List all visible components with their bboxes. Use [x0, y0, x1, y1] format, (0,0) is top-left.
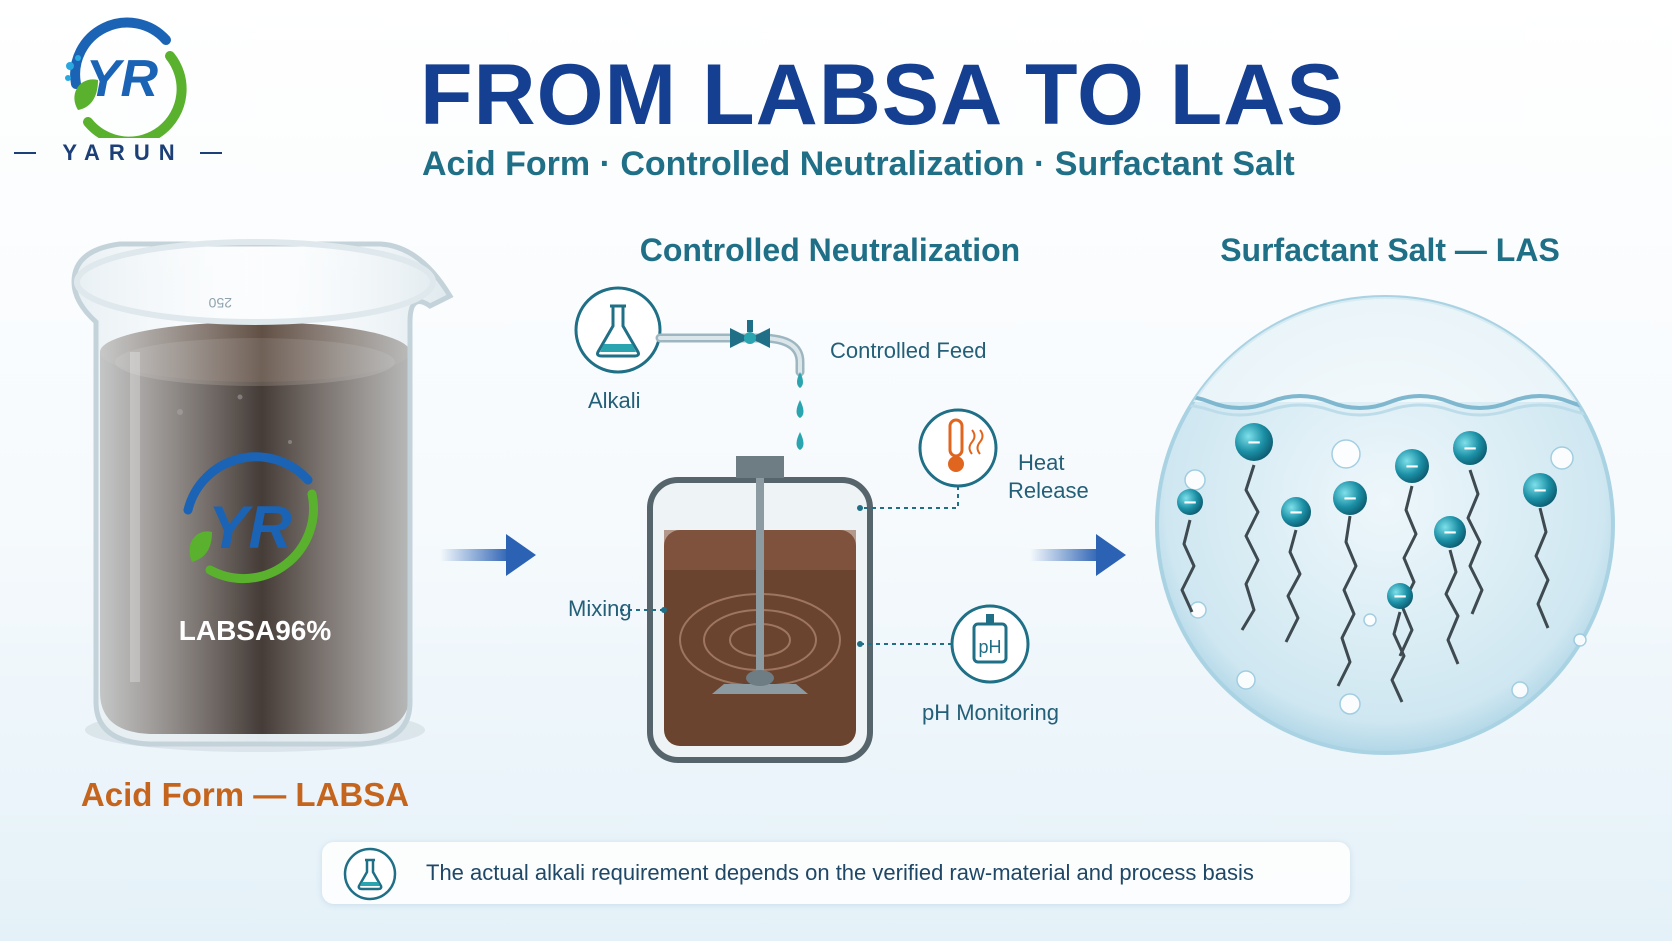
neutralization-heading: Controlled Neutralization	[639, 232, 1021, 268]
beaker-volume-mark: 250	[208, 295, 232, 311]
ph-monitoring-label: pH Monitoring	[922, 700, 1059, 725]
logo-rule-right	[200, 152, 222, 154]
logo-rule-left	[14, 152, 36, 154]
brand-name: YARUN	[62, 140, 184, 165]
heat-label: Heat	[1018, 450, 1065, 475]
controlled-feed-label: Controlled Feed	[830, 338, 987, 363]
page-title: FROM LABSA TO LAS	[420, 47, 1345, 143]
anion-charge: −	[1246, 432, 1261, 453]
page-subtitle: Acid Form · Controlled Neutralization · …	[422, 145, 1295, 183]
anion-charge: −	[1462, 438, 1477, 459]
beaker-brand-mark: YR	[208, 494, 291, 561]
valve-icon	[730, 320, 770, 348]
beaker-product-label: LABSA96%	[179, 615, 332, 646]
anion-charge: −	[1442, 522, 1457, 543]
alkali-label: Alkali	[588, 388, 641, 413]
anion-charge: −	[1342, 488, 1357, 509]
micelle-illustration: − − − − − − − − −	[1155, 295, 1615, 755]
process-note-text: The actual alkali requirement depends on…	[426, 860, 1254, 885]
mixing-label: Mixing	[568, 596, 632, 621]
anion-charge: −	[1532, 480, 1547, 501]
thermometer-icon	[918, 408, 998, 488]
ph-meter-icon: pH	[950, 604, 1030, 684]
release-label: Release	[1008, 478, 1089, 503]
anion-charge: −	[1392, 586, 1407, 607]
reactor-diagram: pH	[574, 286, 1030, 763]
brand-mark: YR	[86, 50, 159, 108]
anion-charge: −	[1404, 456, 1419, 477]
ph-icon-label: pH	[978, 637, 1001, 657]
anion-charge: −	[1288, 502, 1303, 523]
process-note: The actual alkali requirement depends on…	[322, 842, 1350, 904]
salt-heading: Surfactant Salt — LAS	[1220, 232, 1560, 268]
brand-logo: YR	[65, 17, 187, 138]
acid-form-caption: Acid Form — LABSA	[80, 776, 410, 813]
arrow-right-icon	[440, 534, 536, 576]
flask-icon	[574, 286, 662, 374]
anion-charge: −	[1182, 492, 1197, 513]
flask-icon	[343, 847, 397, 901]
arrow-right-icon	[1030, 534, 1126, 576]
beaker-illustration: 250 YR LABSA96%	[71, 239, 454, 752]
